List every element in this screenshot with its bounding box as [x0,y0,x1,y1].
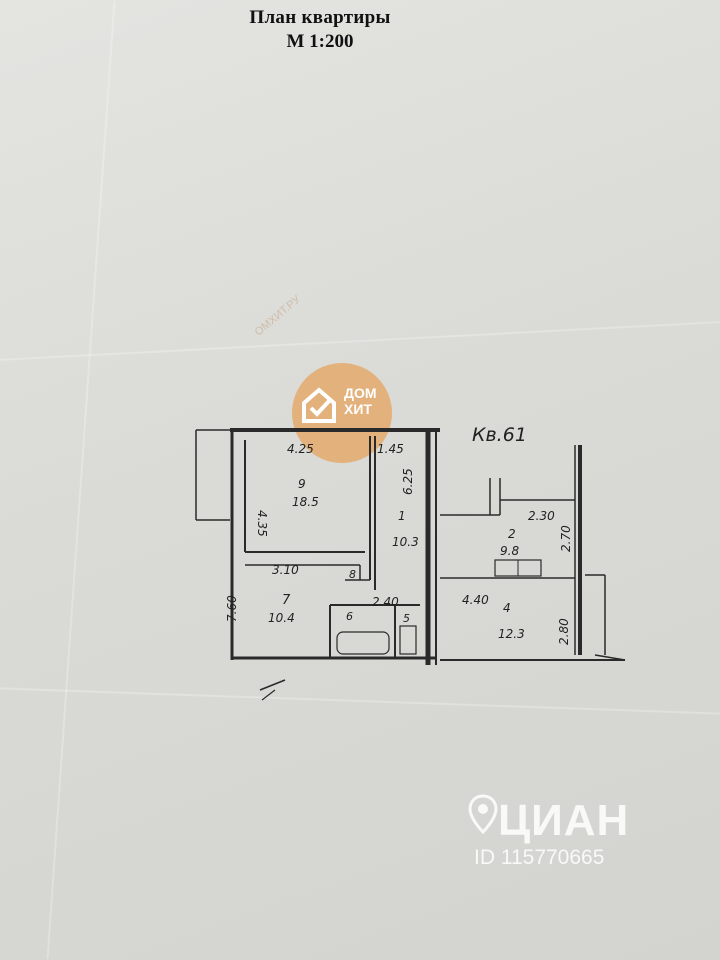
dimension-label: 2.40 [372,595,399,609]
dimension-label: 4.25 [287,442,314,456]
dimension-label: 4.35 [255,510,269,537]
room-area: 12.3 [498,627,525,641]
location-pin-icon [468,794,498,834]
dimension-label: 2.30 [528,509,555,523]
room-area: 9.8 [500,544,519,558]
room-number: 6 [346,610,353,623]
room-number: 5 [403,612,410,625]
toilet [399,625,417,655]
room-number: 4 [503,601,511,615]
house-check-icon [302,387,336,423]
dimension-label: 2.80 [557,618,571,645]
room-number: 8 [349,568,356,581]
title-block: План квартиры М 1:200 [0,6,640,54]
cian-listing-id: ID 115770665 [474,846,605,869]
room-number: 2 [508,527,516,541]
dimension-label: 6.25 [401,468,415,495]
stair-mark [259,679,286,691]
cian-logo: ЦИАН [498,796,630,845]
room-number: 7 [282,593,291,608]
domhit-text: ДОМ ХИТ [344,385,377,417]
dimension-label: 3.10 [272,563,299,577]
dimension-label: 4.40 [462,593,489,607]
room-number: 1 [398,509,406,523]
dimension-label: 2.70 [559,525,573,552]
room-number: 9 [298,477,306,491]
document-title: План квартиры [249,7,391,28]
dimension-label: 7.60 [225,595,239,622]
room-area: 10.4 [268,611,295,625]
document-scale: М 1:200 [286,31,354,52]
dimension-label: 1.45 [377,442,404,456]
bathtub [336,631,390,655]
apartment-label: Кв.61 [472,424,527,446]
domhit-line2: ХИТ [344,401,372,417]
room-area: 18.5 [292,495,319,509]
domhit-line1: ДОМ [344,385,377,401]
room-area: 10.3 [392,535,419,549]
